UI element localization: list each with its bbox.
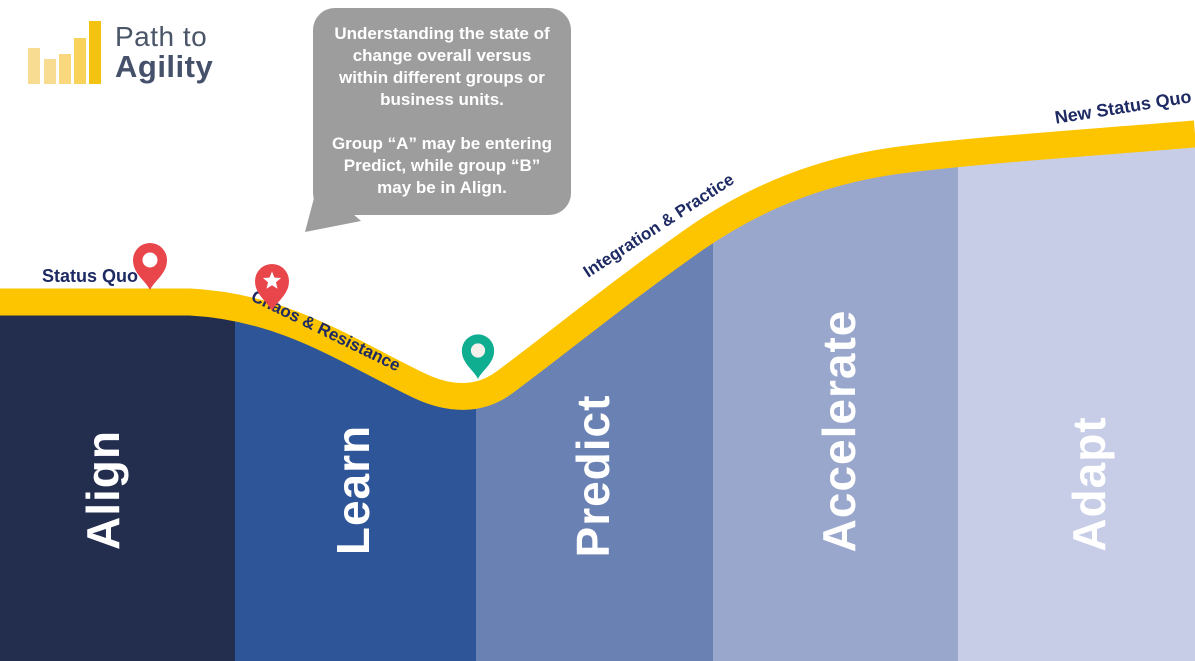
valley-pin-icon	[461, 334, 495, 379]
stage-label-learn: Learn	[327, 425, 379, 555]
status-quo-pin-icon	[133, 243, 167, 290]
label-status-quo: Status Quo	[42, 266, 138, 286]
stage-label-align: Align	[77, 430, 129, 550]
speech-bubble-tail	[305, 183, 361, 232]
speech-bubble-paragraph-2: Group “A” may be entering Predict, while…	[331, 134, 553, 197]
stage-label-accelerate: Accelerate	[813, 310, 865, 553]
stage-label-predict: Predict	[567, 395, 619, 558]
stage-label-adapt: Adapt	[1063, 416, 1115, 551]
resistance-pin-star-icon	[255, 264, 289, 311]
logo-title-line2: Agility	[115, 49, 214, 85]
speech-bubble: Understanding the state of change overal…	[313, 8, 571, 215]
change-curve	[0, 120, 1195, 410]
speech-bubble-paragraph-1: Understanding the state of change overal…	[334, 24, 550, 109]
bar-chart-logo-icon	[28, 21, 101, 84]
path-to-agility-logo: Path to Agility	[28, 16, 213, 86]
sky-region	[0, 0, 1195, 396]
logo-title-line1: Path to	[115, 21, 208, 53]
